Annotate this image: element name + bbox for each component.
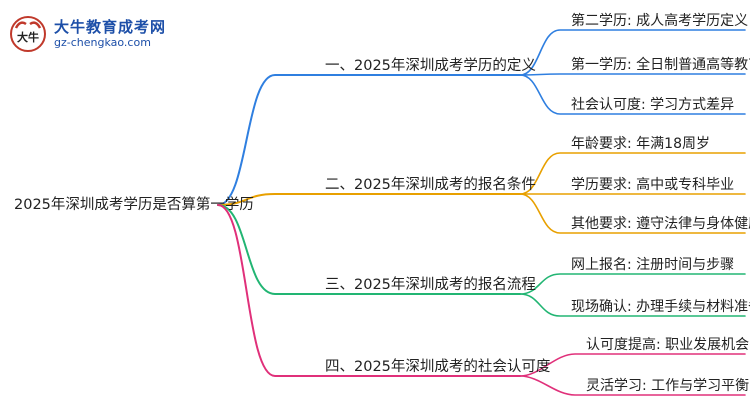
leaf-4-2-connector — [519, 375, 746, 396]
site-logo: 大牛 大牛教育成考网 gz-chengkao.com — [8, 14, 168, 54]
leaf-1-2-connector — [519, 73, 746, 76]
leaf-3-1-connector — [519, 273, 746, 295]
leaf-4-1-connector — [519, 353, 746, 377]
bull-logo-icon: 大牛 — [10, 16, 46, 52]
leaf-2-3: 其他要求: 遵守法律与身体健康 — [571, 216, 750, 232]
leaf-1-3: 社会认可度: 学习方式差异 — [571, 97, 735, 113]
leaf-4-2: 灵活学习: 工作与学习平衡 — [586, 378, 750, 394]
leaf-2-3-connector — [519, 193, 746, 234]
branch-1-connector — [217, 74, 521, 206]
root-node-label: 2025年深圳成考学历是否算第一学历 — [14, 197, 254, 213]
leaf-2-1-connector — [519, 152, 746, 195]
logo-url: gz-chengkao.com — [54, 36, 151, 49]
branch-3-label: 三、2025年深圳成考的报名流程 — [325, 277, 536, 293]
leaf-3-1: 网上报名: 注册时间与步骤 — [571, 257, 735, 273]
branch-4-label: 四、2025年深圳成考的社会认可度 — [325, 359, 551, 375]
logo-title: 大牛教育成考网 — [54, 18, 167, 36]
leaf-4-1: 认可度提高: 职业发展机会 — [586, 337, 750, 353]
branch-2-label: 二、2025年深圳成考的报名条件 — [325, 177, 536, 193]
leaf-2-2: 学历要求: 高中或专科毕业 — [571, 177, 735, 193]
branch-3-connector — [217, 204, 521, 295]
leaf-2-1: 年龄要求: 年满18周岁 — [571, 136, 710, 152]
leaf-1-1: 第二学历: 成人高考学历定义 — [571, 13, 749, 29]
leaf-3-2: 现场确认: 办理手续与材料准备 — [571, 299, 750, 315]
leaf-1-3-connector — [519, 74, 746, 115]
leaf-1-2: 第一学历: 全日制普通高等教育 — [571, 57, 750, 73]
svg-text:大牛: 大牛 — [17, 30, 39, 44]
leaf-3-2-connector — [519, 293, 746, 317]
branch-2-connector — [217, 193, 521, 206]
branch-4-connector — [217, 204, 521, 377]
branch-1-label: 一、2025年深圳成考学历的定义 — [325, 58, 536, 74]
leaf-1-1-connector — [519, 29, 746, 76]
